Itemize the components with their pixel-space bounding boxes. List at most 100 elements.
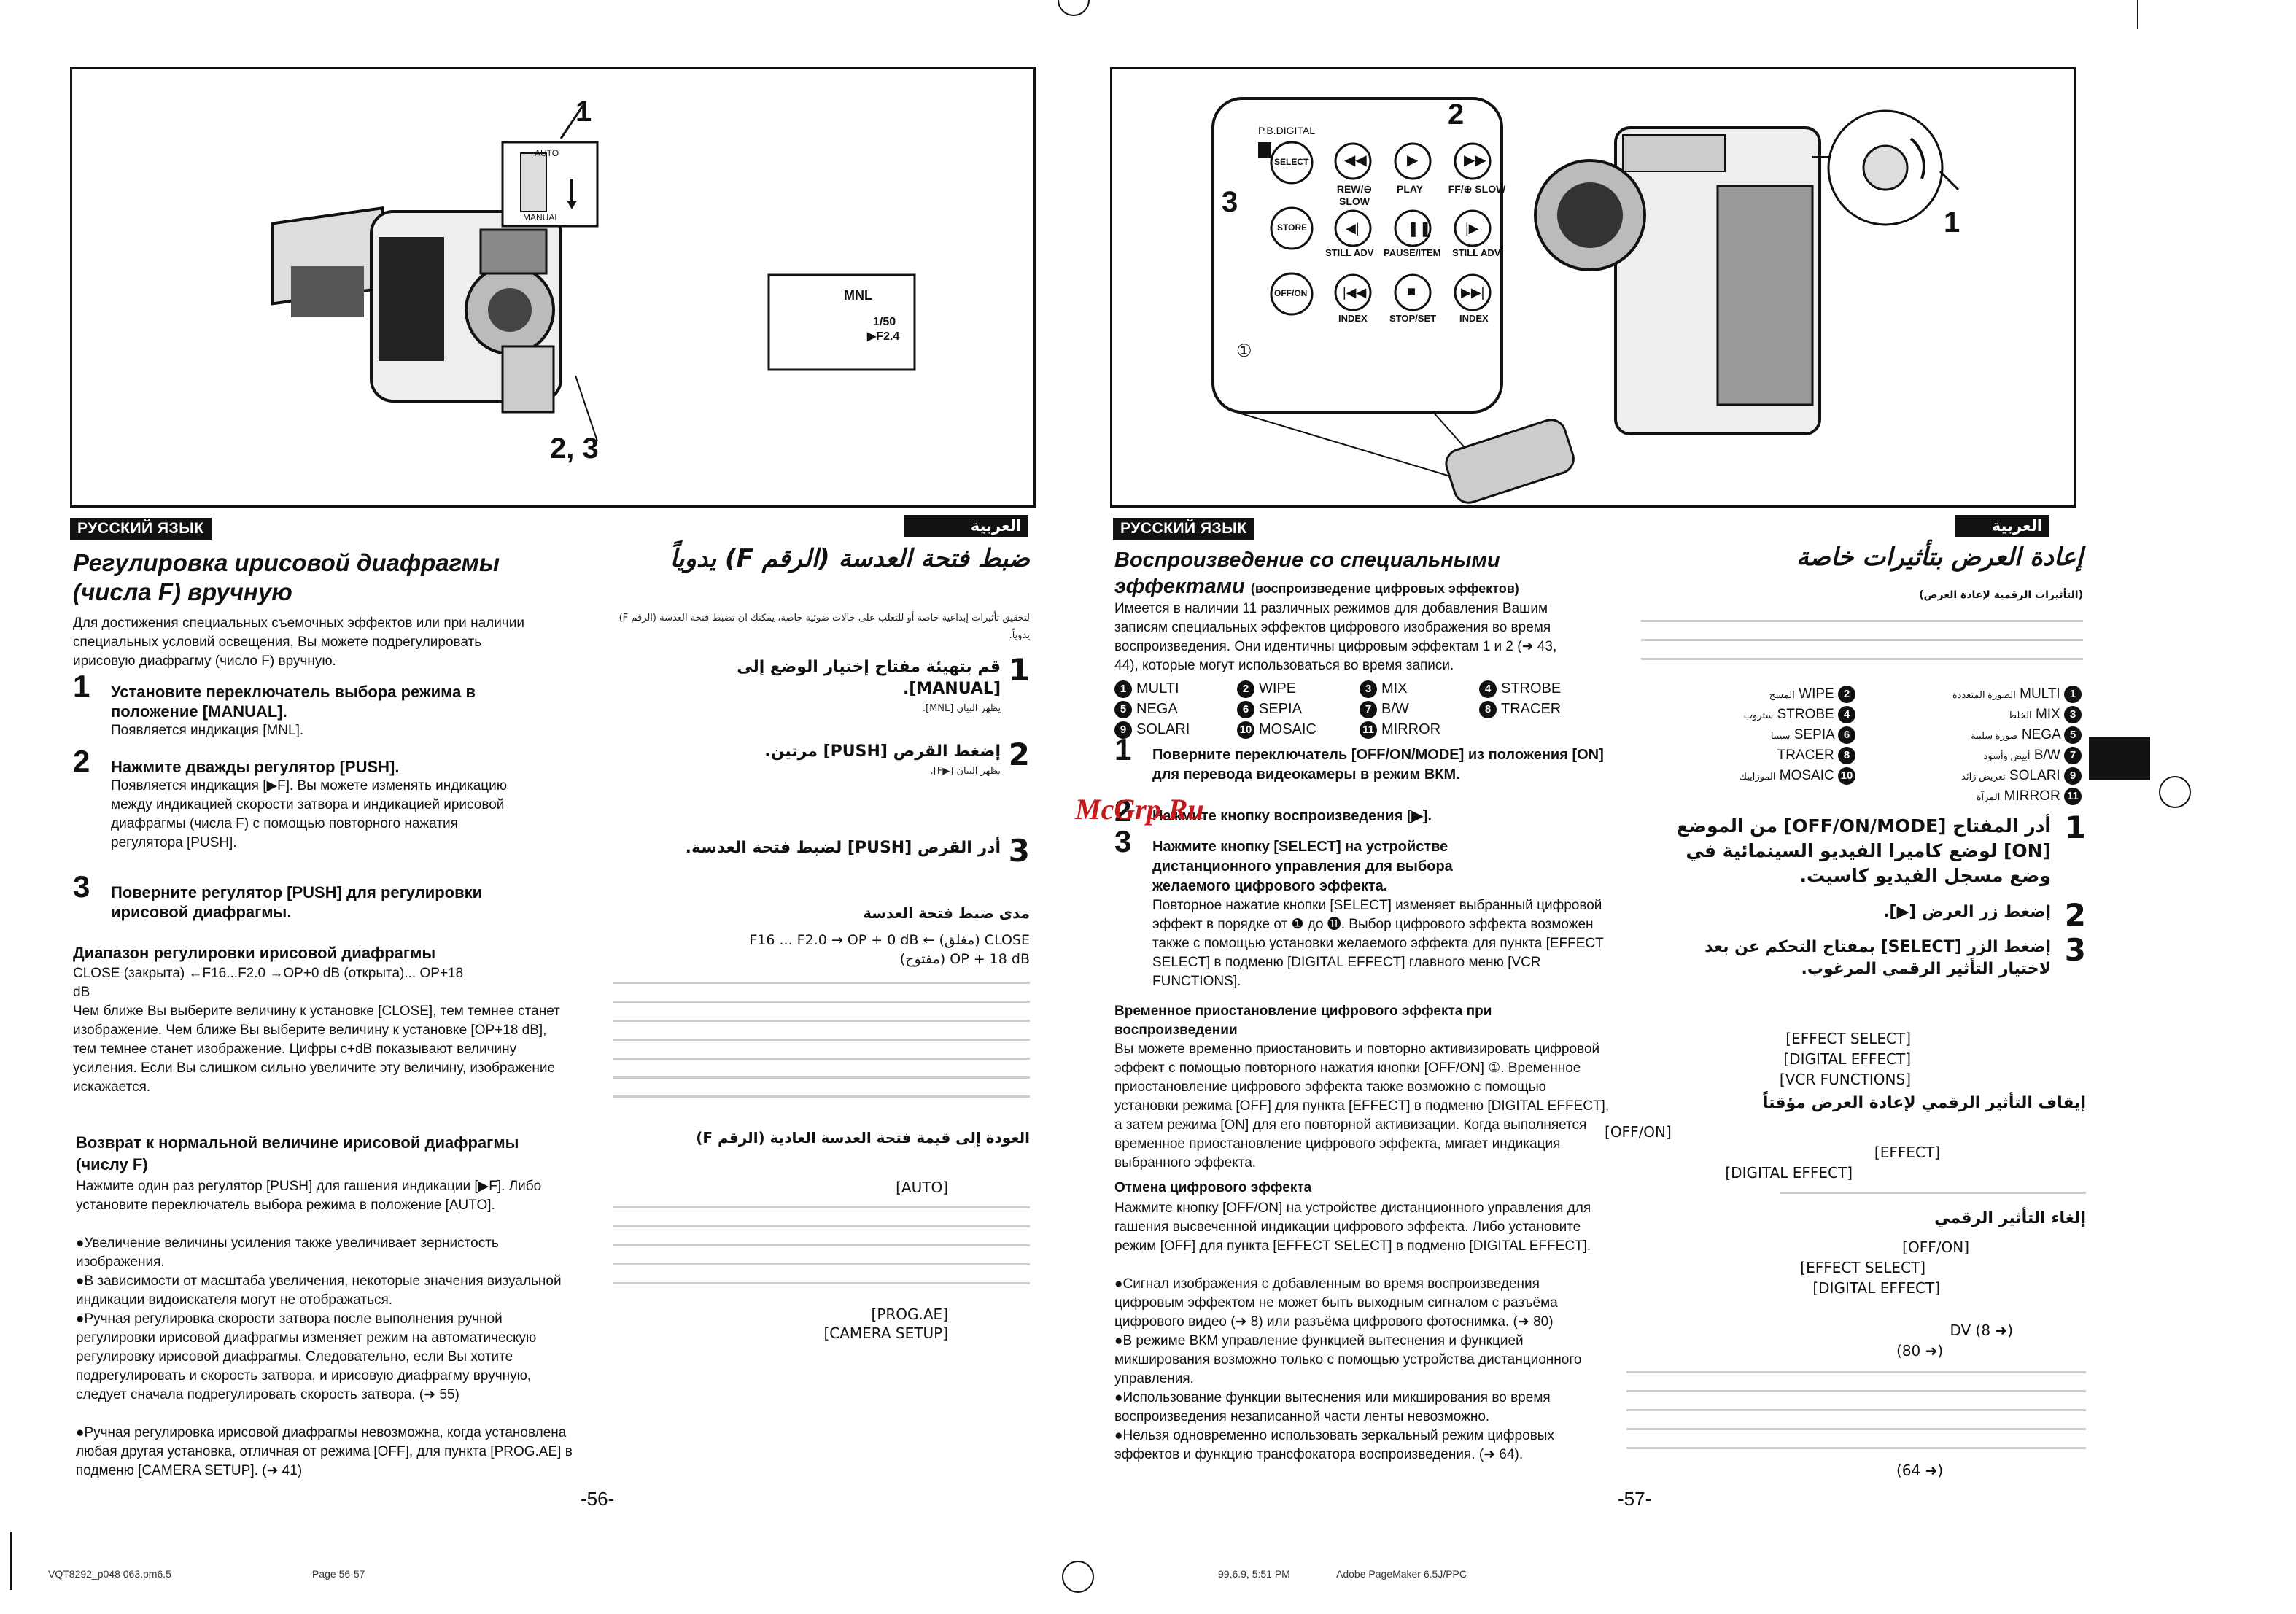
pause-icon[interactable]: ❚❚ (1407, 221, 1432, 237)
page-title-ru-right: Воспроизведение со специальными эффектам… (1114, 547, 1519, 602)
bullet-ru-right-2: ●В режиме ВКМ управление функцией вытесн… (1114, 1333, 1582, 1386)
callout-1: 1 (1944, 206, 1960, 238)
step-number: 2 (2064, 897, 2086, 933)
return-heading-ru: Возврат к нормальной величине ирисовой д… (76, 1133, 519, 1173)
step-3-ru: 3 Поверните регулятор [PUSH] для регулир… (73, 872, 554, 922)
pause-heading-ar: إيقاف التأثير الرقمي لإعادة العرض مؤقتاً (1762, 1094, 2086, 1112)
ar-filler-block-2 (613, 1199, 1030, 1294)
ar-notes-filler (1626, 1364, 2086, 1459)
lang-tag-arabic: العربية (904, 515, 1028, 537)
page-number-56: -56- (581, 1488, 615, 1510)
still-adv-left-icon[interactable]: ◀| (1346, 221, 1360, 236)
lang-tag-russian: РУССКИЙ ЯЗЫК (70, 518, 212, 540)
ar-bracket-vcr-functions: [VCR FUNCTIONS] (1779, 1071, 1911, 1088)
ar-intro-filler (1641, 613, 2083, 671)
callout-1: 1 (575, 96, 592, 128)
watermark: McGrp.Ru (1075, 793, 1204, 826)
circle-1-label: ① (1236, 341, 1252, 361)
step-number: 3 (2064, 932, 2086, 968)
step-3-ar-right: 3 إضغط الزر [SELECT] بمفتاح التحكم عن بع… (1648, 932, 2086, 980)
ar-pause-filler (1780, 1184, 2086, 1203)
ar-bracket-digital-effect-3: [DIGITAL EFFECT] (1812, 1279, 1940, 1297)
step-number: 1 (1114, 732, 1132, 767)
lang-tag-russian-right: РУССКИЙ ЯЗЫК (1113, 518, 1254, 540)
effect-item-ar: الموزاييك MOSAIC 10 (1739, 766, 1860, 787)
crop-line-right (2137, 0, 2138, 29)
step-number: 2 (1008, 737, 1030, 772)
bullet-ru-3: ●Ручная регулировка скорости затвора пос… (76, 1311, 537, 1402)
step-text: Нажмите дважды регулятор [PUSH]. (111, 758, 400, 776)
bullet-ru-4: ●Ручная регулировка ирисовой диафрагмы н… (76, 1425, 573, 1478)
switch-auto-label: AUTO (535, 148, 559, 158)
step-text: أدر المفتاح [OFF/ON/MODE] من الموضع [ON]… (1676, 815, 2051, 886)
title-note: (воспроизведение цифровых эффектов) (1250, 581, 1519, 596)
step-sub: يظهر البيان [▶F]. (930, 766, 1001, 777)
pb-digital-label: P.B.DIGITAL (1258, 125, 1316, 136)
step-text: إضغط الزر [SELECT] بمفتاح التحكم عن بعد … (1704, 938, 2051, 978)
page-number-57: -57- (1618, 1488, 1652, 1510)
callout-3: 3 (1222, 186, 1238, 218)
lang-tag-arabic-right: العربية (1955, 515, 2049, 537)
return-text-ru: Нажмите один раз регулятор [PUSH] для га… (76, 1179, 542, 1213)
step-1-ar: 1 قم بتهيئة مفتاح إختيار الوضع إلى [MANU… (656, 652, 1030, 718)
ar-bracket-progae: [PROG.AE] (871, 1305, 949, 1323)
subtitle-ar-right: (التأثيرات الرقمية لإعادة العرض) (1919, 589, 2083, 601)
return-heading-ar: العودة إلى قيمة فتحة العدسة العادية (الر… (696, 1129, 1030, 1147)
step-number: 3 (73, 869, 90, 904)
side-tab-marker (2089, 737, 2150, 780)
stop-set-label: STOP/SET (1389, 313, 1437, 324)
ar-bracket-effect: [EFFECT] (1874, 1144, 1940, 1161)
index-left-label: INDEX (1338, 313, 1368, 324)
ar-bracket-off-on: [OFF/ON] (1605, 1123, 1672, 1141)
registration-mark-top (1058, 0, 1090, 16)
range-ar-2: OP + 18 dB (مفتوح) (899, 951, 1030, 967)
step-text: قم بتهيئة مفتاح إختيار الوضع إلى [MANUAL… (737, 658, 1001, 698)
effect-item-ar: الصورة المتعددة MULTI 1 (1952, 684, 2086, 705)
step-sub: Повторное нажатие кнопки [SELECT] изменя… (1152, 898, 1604, 989)
effect-item-ar: ستروب STROBE 4 (1744, 705, 1860, 726)
bullet-ru-right-1: ●Сигнал изображения с добавленным во вре… (1114, 1276, 1558, 1330)
left-figure: 1 2, 3 AUTO MANUAL MNL 1/50 ▶F2.4 (70, 67, 1036, 508)
effect-item-ar: سيبيا SEPIA 6 (1771, 725, 1860, 746)
select-button[interactable]: SELECT (1274, 157, 1309, 167)
step-2-ar: 2 إضغط القرص [PUSH] مرتين. يظهر البيان [… (656, 737, 1030, 780)
effect-item-ar: تعريض زائد SOLARI 9 (1961, 766, 2086, 787)
effect-item-ar: أبيض وأسود B/W 7 (1984, 745, 2086, 767)
title-line-1: Воспроизведение со специальными (1114, 548, 1500, 572)
pause-item-label: PAUSE/ITEM (1384, 247, 1441, 258)
still-adv-left-label: STILL ADV (1325, 247, 1374, 258)
registration-mark-right (2159, 776, 2191, 808)
ff-icon[interactable]: ▶▶ (1464, 152, 1486, 168)
still-adv-right-icon[interactable]: |▶ (1465, 221, 1479, 236)
effect-item-ar: المسح WIPE 2 (1769, 684, 1860, 705)
play-icon[interactable]: ▶ (1407, 152, 1419, 168)
step-3-ar: 3 أدر القرص [PUSH] لضبط فتحة العدسة. (656, 833, 1030, 869)
intro-ar: لتحقيق تأثيرات إبداعية خاصة أو للتغلب عل… (618, 613, 1030, 641)
footer-file: VQT8292_p048 063.pm6.5 (48, 1568, 171, 1580)
step-sub: Появляется индикация [▶F]. Вы можете изм… (111, 778, 508, 850)
step-1-ru: 1 Установите переключатель выбора режима… (73, 671, 554, 740)
bullet-ru-right-3: ●Использование функции вытеснения или ми… (1114, 1390, 1551, 1424)
page-title-ar: ضبط فتحة العدسة (الرقم F) يدوياً (670, 544, 1030, 573)
step-sub: Появляется индикация [MNL]. (111, 723, 304, 738)
off-on-button[interactable]: OFF/ON (1274, 288, 1308, 298)
stop-icon[interactable]: ■ (1407, 284, 1416, 300)
display-shutter: 1/50 (873, 316, 896, 328)
intro-ru-right: Имеется в наличии 11 различных режимов д… (1114, 601, 1557, 673)
registration-mark-bottom (1062, 1561, 1094, 1593)
ar-bracket-auto: [AUTO] (896, 1179, 948, 1196)
step-text: Нажмите кнопку воспроизведения [▶]. (1152, 808, 1432, 824)
rew-icon[interactable]: ◀◀ (1344, 152, 1367, 168)
index-right-icon[interactable]: ▶▶| (1461, 285, 1485, 300)
store-button[interactable]: STORE (1277, 222, 1308, 233)
range-heading-ar: مدى ضبط فتحة العدسة (863, 904, 1030, 922)
title-line-2: (числа F) вручную (73, 578, 292, 605)
index-left-icon[interactable]: |◀◀ (1343, 285, 1367, 300)
step-1-ru-right: 1 Поверните переключатель [OFF/ON/MODE] … (1114, 734, 1610, 785)
range-text-ru: CLOSE (закрыта) ←F16...F2.0 →OP+0 dB (от… (73, 966, 464, 1000)
